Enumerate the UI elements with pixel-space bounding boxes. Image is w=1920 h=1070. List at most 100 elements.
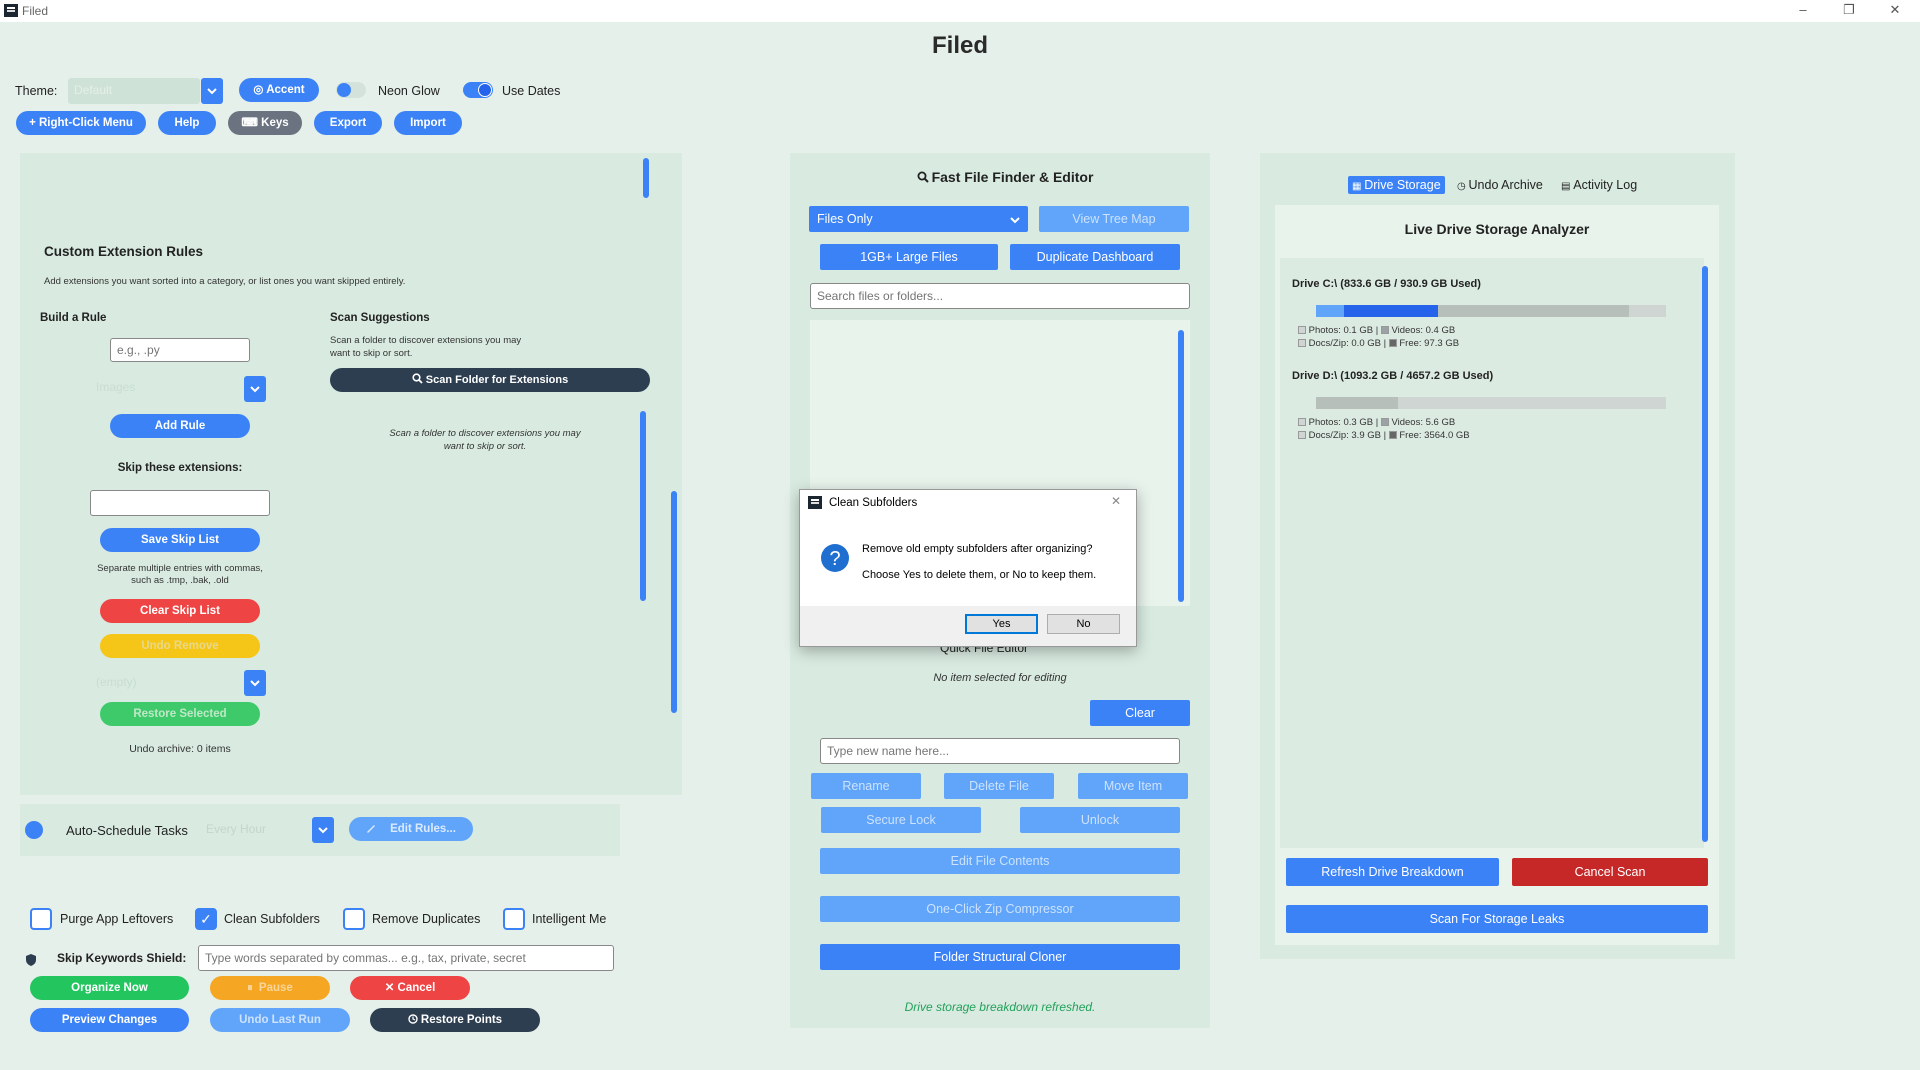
- drive-list-scrollbar[interactable]: [1702, 266, 1708, 842]
- restore-button[interactable]: ❐: [1843, 2, 1855, 17]
- skip-extensions-input[interactable]: [90, 490, 270, 516]
- minimize-button[interactable]: –: [1799, 2, 1807, 17]
- scan-folder-button[interactable]: Scan Folder for Extensions: [330, 368, 650, 392]
- cancel-button[interactable]: ✕ Cancel: [350, 976, 470, 1000]
- theme-dropdown-arrow[interactable]: [201, 78, 223, 104]
- remove-duplicates-label: Remove Duplicates: [372, 912, 481, 926]
- archive-select[interactable]: (empty): [96, 675, 137, 689]
- left-panel-scrollbar[interactable]: [643, 158, 649, 198]
- category-dropdown-arrow[interactable]: [244, 376, 266, 402]
- svg-text:?: ?: [829, 548, 840, 570]
- scan-result-line1: Scan a folder to discover extensions you…: [389, 428, 581, 439]
- tab-activity-log[interactable]: ▤ Activity Log: [1557, 176, 1641, 194]
- drive-list: [1280, 258, 1704, 848]
- edit-contents-button[interactable]: Edit File Contents: [820, 848, 1180, 874]
- skip-hint-line1: Separate multiple entries with commas,: [97, 563, 263, 574]
- scan-results-scrollbar[interactable]: [640, 411, 646, 601]
- clean-subfolders-checkbox[interactable]: ✓: [195, 908, 217, 930]
- undo-archive-count: Undo archive: 0 items: [129, 743, 231, 755]
- schedule-frequency-select[interactable]: Every Hour: [206, 822, 267, 836]
- undo-remove-button[interactable]: Undo Remove: [100, 634, 260, 658]
- right-click-menu-button[interactable]: + Right-Click Menu: [16, 111, 146, 135]
- zip-compressor-button[interactable]: One-Click Zip Compressor: [820, 896, 1180, 922]
- move-item-button[interactable]: Move Item: [1078, 773, 1188, 799]
- close-button[interactable]: ✕: [1889, 2, 1901, 17]
- restore-selected-button[interactable]: Restore Selected: [100, 702, 260, 726]
- organize-now-button[interactable]: Organize Now: [30, 976, 189, 1000]
- search-icon: [917, 171, 929, 183]
- dialog-close-icon[interactable]: ✕: [1111, 494, 1122, 508]
- scan-storage-leaks-button[interactable]: Scan For Storage Leaks: [1286, 905, 1708, 933]
- chevron-down-icon: [1010, 217, 1020, 224]
- search-icon: [412, 373, 423, 384]
- file-results-scrollbar[interactable]: [1178, 330, 1184, 602]
- finder-title: Fast File Finder & Editor: [790, 169, 1220, 185]
- tab-undo-archive[interactable]: ◷ Undo Archive: [1453, 176, 1547, 194]
- keys-button[interactable]: ⌨ Keys: [228, 111, 302, 135]
- dialog-title: Clean Subfolders: [829, 497, 918, 509]
- drive-c-docs-text: Docs/Zip: 0.0 GB |: [1308, 338, 1387, 349]
- folder-cloner-button[interactable]: Folder Structural Cloner: [820, 944, 1180, 970]
- cancel-scan-button[interactable]: Cancel Scan: [1512, 858, 1708, 886]
- skip-keywords-input[interactable]: [198, 945, 614, 971]
- help-button[interactable]: Help: [158, 111, 216, 135]
- drive-c-legend-row2: Docs/Zip: 0.0 GB | Free: 97.3 GB: [1298, 338, 1459, 349]
- clear-skip-list-button[interactable]: Clear Skip List: [100, 599, 260, 623]
- large-files-button[interactable]: 1GB+ Large Files: [820, 244, 998, 270]
- clear-button[interactable]: Clear: [1090, 700, 1190, 726]
- rename-input[interactable]: [820, 738, 1180, 764]
- schedule-toggle[interactable]: [25, 821, 43, 839]
- unlock-button[interactable]: Unlock: [1020, 807, 1180, 833]
- pause-button[interactable]: ⏸Pause: [210, 976, 330, 1000]
- drive-c-free-text: Free: 97.3 GB: [1399, 338, 1460, 349]
- refresh-drive-button[interactable]: Refresh Drive Breakdown: [1286, 858, 1499, 886]
- shield-icon: [26, 954, 36, 966]
- dialog-yes-button[interactable]: Yes: [965, 614, 1038, 634]
- restore-points-button[interactable]: Restore Points: [370, 1008, 540, 1032]
- extension-rules-title: Custom Extension Rules: [44, 244, 204, 259]
- accent-button[interactable]: ◎ Accent: [239, 78, 319, 102]
- filter-select[interactable]: Files Only: [809, 206, 1028, 232]
- dialog-message-line1: Remove old empty subfolders after organi…: [862, 543, 1093, 555]
- remove-duplicates-checkbox[interactable]: [343, 908, 365, 930]
- search-files-input[interactable]: [810, 283, 1190, 309]
- preview-changes-button[interactable]: Preview Changes: [30, 1008, 189, 1032]
- import-button[interactable]: Import: [394, 111, 462, 135]
- neon-glow-toggle[interactable]: [336, 82, 366, 98]
- tab-drive-storage[interactable]: ▦ Drive Storage: [1348, 176, 1445, 194]
- chevron-down-icon: [207, 88, 217, 95]
- drive-d-photos-text: Photos: 0.3 GB |: [1308, 417, 1379, 428]
- delete-file-button[interactable]: Delete File: [944, 773, 1054, 799]
- scan-suggestions-heading: Scan Suggestions: [330, 312, 430, 324]
- extension-input[interactable]: [110, 338, 250, 362]
- edit-rules-button[interactable]: Edit Rules...: [349, 817, 473, 841]
- theme-select[interactable]: Default: [68, 78, 200, 104]
- scan-desc-line1: Scan a folder to discover extensions you…: [330, 335, 522, 346]
- neon-glow-label: Neon Glow: [378, 84, 440, 98]
- rename-button[interactable]: Rename: [811, 773, 921, 799]
- use-dates-toggle[interactable]: [463, 82, 493, 98]
- undo-last-run-button[interactable]: Undo Last Run: [210, 1008, 350, 1032]
- export-button[interactable]: Export: [314, 111, 382, 135]
- left-outer-scrollbar[interactable]: [671, 491, 677, 713]
- save-skip-list-button[interactable]: Save Skip List: [100, 528, 260, 552]
- log-icon: ▤: [1561, 181, 1574, 192]
- dialog-titlebar: [800, 490, 1136, 516]
- chevron-down-icon: [250, 680, 260, 687]
- secure-lock-button[interactable]: Secure Lock: [821, 807, 981, 833]
- intelligent-checkbox[interactable]: [503, 908, 525, 930]
- purge-checkbox[interactable]: [30, 908, 52, 930]
- category-select[interactable]: Images: [96, 380, 136, 394]
- archive-dropdown-arrow[interactable]: [244, 670, 266, 696]
- tab-undo-archive-label: Undo Archive: [1468, 178, 1543, 192]
- window-title: Filed: [22, 4, 49, 18]
- add-rule-button[interactable]: Add Rule: [110, 414, 250, 438]
- duplicate-dashboard-button[interactable]: Duplicate Dashboard: [1010, 244, 1180, 270]
- view-tree-map-button[interactable]: View Tree Map: [1039, 206, 1189, 232]
- drive-c-photos-text: Photos: 0.1 GB |: [1308, 325, 1379, 336]
- dialog-no-button[interactable]: No: [1047, 614, 1120, 634]
- schedule-dropdown-arrow[interactable]: [312, 817, 334, 843]
- app-icon: [4, 4, 18, 17]
- restore-points-label: Restore Points: [420, 1014, 503, 1026]
- photos-swatch: [1298, 326, 1306, 335]
